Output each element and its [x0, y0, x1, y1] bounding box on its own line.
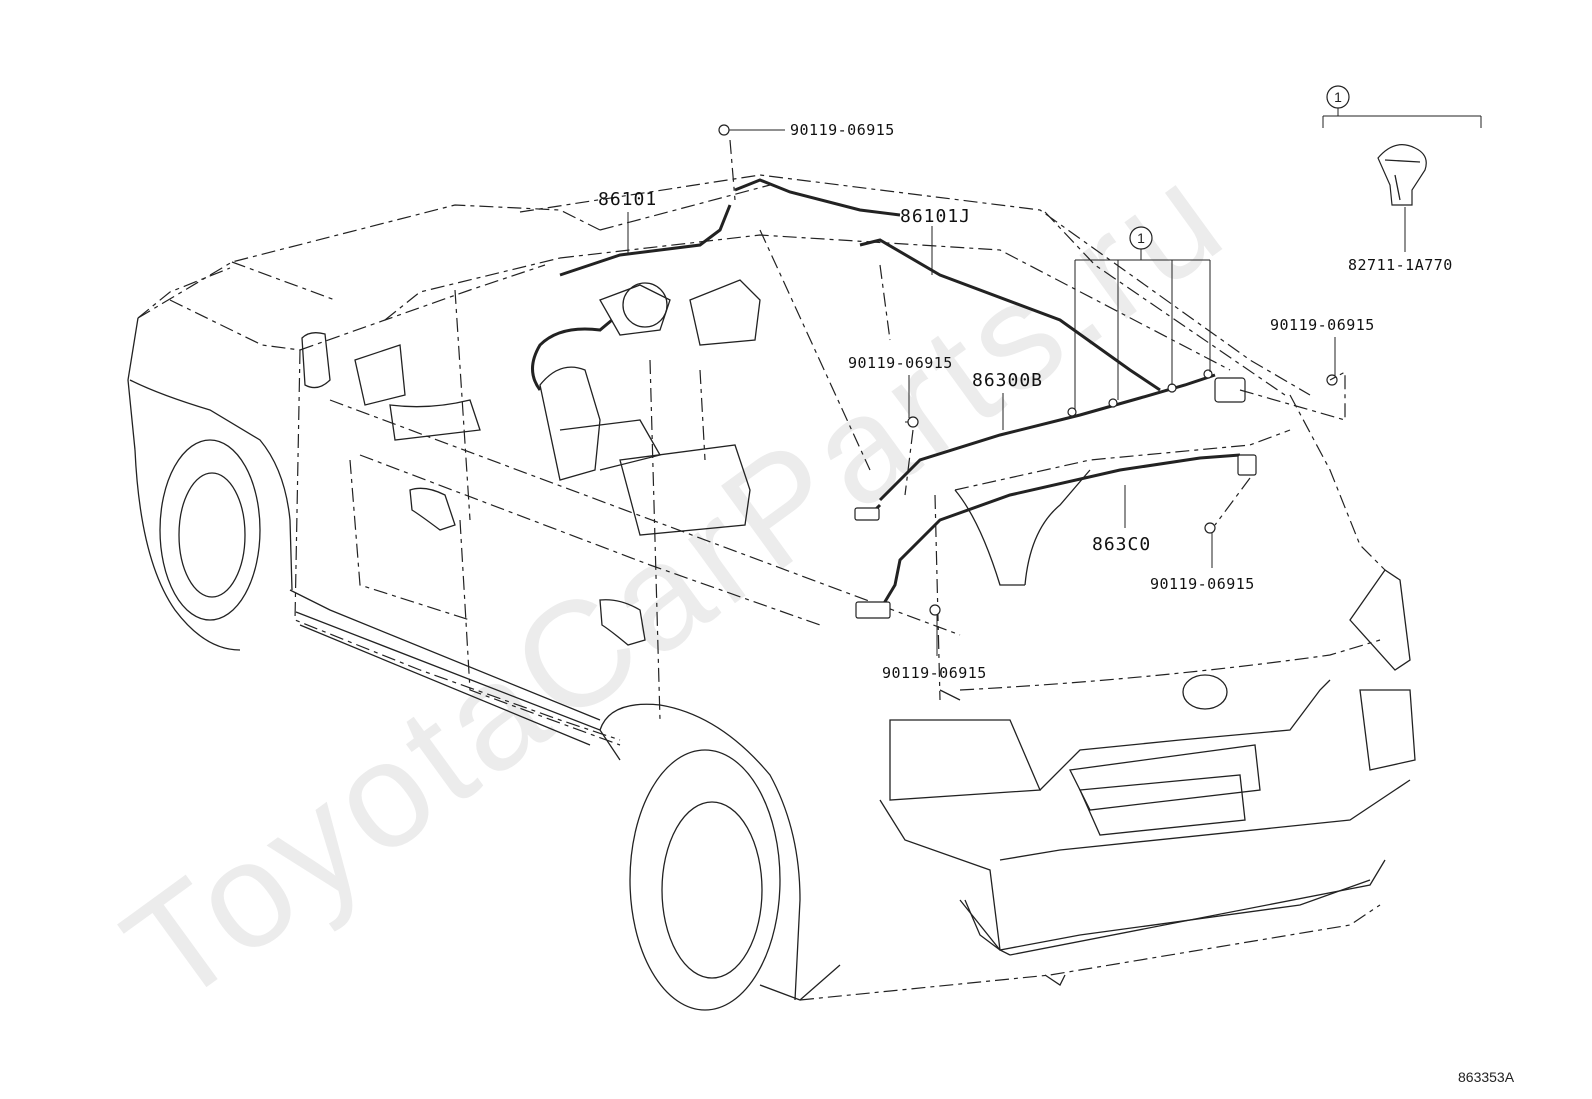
label-bolt-rear: 90119-06915 [1150, 575, 1255, 593]
bolt-right-icon [1326, 374, 1338, 386]
diagram-code: 863353A [1458, 1069, 1515, 1085]
antenna-wires [531, 178, 1257, 619]
label-86101J: 86101J [900, 206, 971, 227]
bolt-top-icon [718, 124, 742, 136]
bolts [718, 124, 1346, 616]
label-86300B: 86300B [972, 370, 1043, 391]
label-82711-1A770: 82711-1A770 [1348, 256, 1453, 274]
clip-82711-icon [1377, 144, 1427, 206]
watermark-text: ToyotaCarParts.ru [95, 130, 1254, 1036]
svg-text:1: 1 [1334, 89, 1342, 105]
bolt-low-icon [929, 604, 941, 616]
svg-text:1: 1 [1137, 230, 1145, 246]
label-bolt-mid: 90119-06915 [848, 354, 953, 372]
label-bolt-right: 90119-06915 [1270, 316, 1375, 334]
label-86101: 86101 [598, 189, 657, 210]
bolt-mid-icon [905, 416, 919, 428]
label-863C0: 863C0 [1092, 534, 1151, 555]
bolt-rear-icon [1204, 522, 1216, 534]
leader-lines [627, 108, 1482, 656]
label-bolt-low: 90119-06915 [882, 664, 987, 682]
callout-marker-top: 1 [1326, 85, 1350, 109]
callout-marker-roof: 1 [1129, 226, 1153, 250]
label-bolt-top: 90119-06915 [790, 121, 895, 139]
